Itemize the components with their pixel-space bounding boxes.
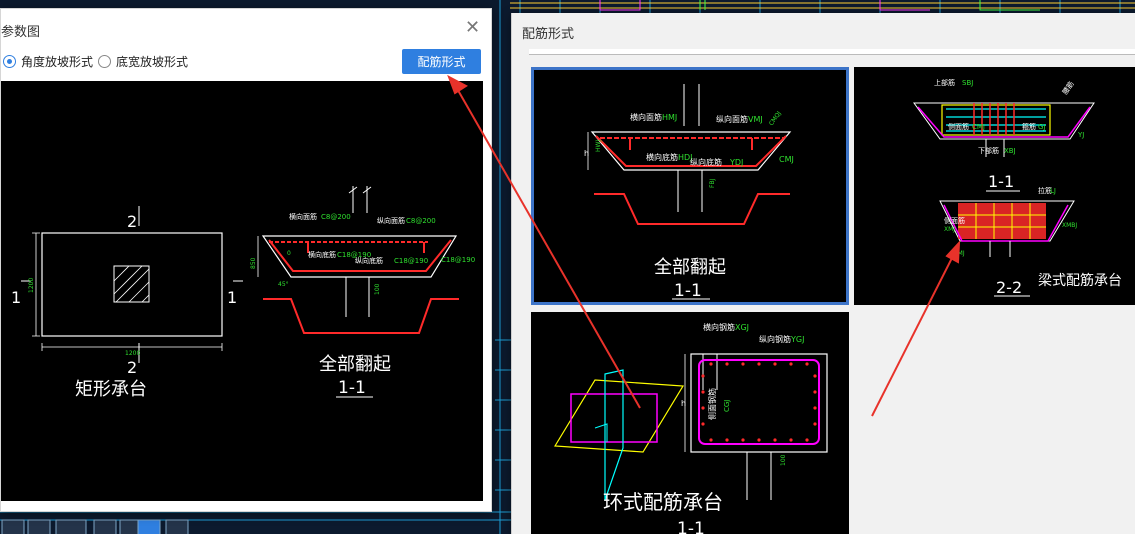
parameter-diagram-dialog: 参数图 ✕ 角度放坡形式 底宽放坡形式 配筋形式 2 xyxy=(0,8,492,512)
option-title: 环式配筋承台 xyxy=(603,490,723,514)
value-heng-bottom: C18@190 xyxy=(337,251,371,259)
label-zong-bottom: 纵向底筋 xyxy=(690,157,722,167)
code-heng: XGJ xyxy=(735,323,749,332)
label-top: 上部筋 xyxy=(934,78,955,87)
code-zong: YGJ xyxy=(790,335,804,344)
dim-h: h xyxy=(681,399,686,408)
code-side: CGJ xyxy=(723,400,731,412)
label-heng-top: 横向面筋 xyxy=(289,212,317,221)
label-tie: 拉筋 xyxy=(1038,186,1052,195)
section-number: 1-1 xyxy=(338,378,366,398)
label-heng-top: 横向面筋 xyxy=(630,112,662,122)
code-top: SBJ xyxy=(962,79,973,87)
arrow-to-beam-option xyxy=(871,251,956,417)
plan-side-mark-left: 1 xyxy=(11,288,21,307)
label-heng: 横向钢筋 xyxy=(703,322,735,332)
dim-850: 850 xyxy=(250,257,257,269)
radio-unselected-icon xyxy=(98,54,111,68)
value-zong-top: C8@200 xyxy=(406,217,436,225)
code-side: CMJ xyxy=(779,155,794,164)
label-stirrup: 箍筋 xyxy=(1022,122,1036,131)
label-zong-top: 纵向面筋 xyxy=(377,216,405,225)
value-heng-top: C8@200 xyxy=(321,213,351,221)
arrowhead-icon xyxy=(945,240,961,264)
rebar-form-dialog: 配筋形式 横向面筋 HMJ 纵向面筋 VMJ 横向底筋 HDJ 纵向底筋 YDJ… xyxy=(511,13,1135,534)
arrowhead-icon xyxy=(447,74,468,95)
section-1-1: 1-1 xyxy=(988,172,1014,191)
parameter-drawing-canvas: 2 2 1 1 1200 1200 矩形承台 横向面筋 C8@20 xyxy=(1,81,483,501)
label-side: 侧面筋 xyxy=(948,122,969,131)
plan-section-mark-top: 2 xyxy=(127,212,137,231)
label-side-2: 侧面筋 xyxy=(944,216,965,225)
rebar-option-full-fold[interactable]: 横向面筋 HMJ 纵向面筋 VMJ 横向底筋 HDJ 纵向底筋 YDJ CMJ … xyxy=(531,67,849,305)
rebar-form-button[interactable]: 配筋形式 xyxy=(402,49,481,74)
code-heng-bottom: HDJ xyxy=(678,153,693,162)
dim-h: h xyxy=(584,149,589,158)
close-icon[interactable]: ✕ xyxy=(465,17,481,38)
label-side: 侧面钢筋 xyxy=(707,388,717,420)
section-view: 横向面筋 C8@200 纵向面筋 C8@200 横向底筋 C18@190 纵向底… xyxy=(250,186,475,398)
radio-angle-slope-label: 角度放坡形式 xyxy=(21,54,94,69)
rebar-option-beam-type[interactable]: 上部筋 SBJ 侧面筋 CMJ 箍筋 GJ 腰筋 YJ 下部筋 XBJ 1-1 … xyxy=(854,67,1135,305)
value-side: C18@190 xyxy=(441,256,475,264)
option-section-number: 1-1 xyxy=(674,281,702,301)
radio-selected-icon xyxy=(3,54,16,68)
option-section-number: 1-1 xyxy=(677,519,705,534)
code-tie: LJ xyxy=(1050,187,1056,195)
scrolled-row-edge xyxy=(529,49,1135,55)
plan-dim-h: 1200 xyxy=(125,350,140,357)
code-xmj: XMJ xyxy=(944,226,955,233)
section-2-2: 2-2 xyxy=(996,278,1022,297)
code-fbj: FBJ xyxy=(709,178,716,188)
parameter-drawing: 2 2 1 1 1200 1200 矩形承台 横向面筋 C8@20 xyxy=(11,186,475,400)
option-title: 梁式配筋承台 xyxy=(1038,272,1122,289)
code-side: CMJ xyxy=(972,123,985,131)
dialog-title: 参数图 xyxy=(1,25,41,40)
code-stirrup: GJ xyxy=(1038,123,1046,131)
plan-view: 2 2 1 1 1200 1200 矩形承台 xyxy=(11,206,243,400)
full-fold-drawing: 横向面筋 HMJ 纵向面筋 VMJ 横向底筋 HDJ 纵向底筋 YDJ CMJ … xyxy=(584,84,794,301)
label-heng-bottom: 横向底筋 xyxy=(646,152,678,162)
dim-0: 0 xyxy=(287,250,291,257)
radio-bottom-width-slope-label: 底宽放坡形式 xyxy=(116,54,189,69)
label-bottom: 下部筋 xyxy=(978,146,999,155)
plan-side-mark-right: 1 xyxy=(227,288,237,307)
code-zong-top: VMJ xyxy=(748,115,763,124)
plan-dim-v: 1200 xyxy=(28,278,35,293)
code-waist: YJ xyxy=(1077,131,1084,139)
ring-type-drawing: 横向钢筋 XGJ 纵向钢筋 YGJ 侧面钢筋 CGJ h 100 环式配筋承台 … xyxy=(553,322,828,534)
radio-bottom-width-slope[interactable]: 底宽放坡形式 xyxy=(98,53,188,69)
plan-caption: 矩形承台 xyxy=(75,379,147,400)
code-zong-bottom: YDJ xyxy=(729,158,743,167)
code-heng-top: HMJ xyxy=(662,113,677,122)
label-zong-top: 纵向面筋 xyxy=(716,114,748,124)
label-zong-bottom: 纵向底筋 xyxy=(355,256,383,265)
dim-100: 100 xyxy=(374,283,381,295)
code-xmbj: XMBJ xyxy=(1062,222,1077,229)
dim-100: 100 xyxy=(780,454,787,466)
angle-45: 45° xyxy=(278,281,289,288)
arrow-to-button xyxy=(454,84,641,409)
label-zong: 纵向钢筋 xyxy=(759,334,791,344)
value-zong-bottom: C18@190 xyxy=(394,257,428,265)
plan-section-mark-bottom: 2 xyxy=(127,358,137,377)
dialog-title: 配筋形式 xyxy=(522,27,575,42)
radio-angle-slope[interactable]: 角度放坡形式 xyxy=(3,53,93,69)
code-bottom: XBJ xyxy=(1004,147,1016,155)
section-title: 全部翻起 xyxy=(319,354,391,375)
label-heng-bottom: 横向底筋 xyxy=(308,250,336,259)
code-hwj: HWJ xyxy=(595,140,602,152)
option-title: 全部翻起 xyxy=(654,257,726,278)
beam-type-drawing: 上部筋 SBJ 侧面筋 CMJ 箍筋 GJ 腰筋 YJ 下部筋 XBJ 1-1 … xyxy=(913,78,1122,297)
rebar-option-ring-type[interactable]: 横向钢筋 XGJ 纵向钢筋 YGJ 侧面钢筋 CGJ h 100 环式配筋承台 … xyxy=(531,312,849,534)
